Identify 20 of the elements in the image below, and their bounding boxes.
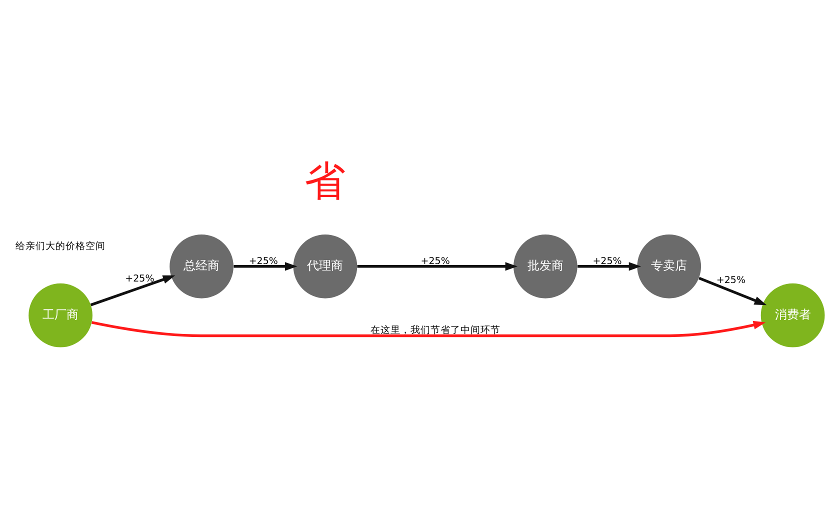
edge-label: +25% (716, 274, 746, 286)
arrow (90, 274, 176, 306)
edge-label: +25% (125, 273, 154, 284)
node-circle: 批发商 (513, 234, 578, 298)
edge-label: +25% (592, 255, 622, 266)
node-circle: 消费者 (760, 282, 825, 347)
arrow (698, 276, 767, 305)
arrow (92, 320, 766, 337)
node-circle: 代理商 (293, 234, 358, 298)
arrow (578, 262, 642, 270)
label: 给亲们大的价格空间 (16, 240, 106, 252)
edge-label: 在这里，我们节省了中间环节 (370, 324, 500, 336)
node-circle: 工厂商 (28, 282, 92, 347)
arrow (357, 262, 518, 270)
label: 省 (304, 156, 346, 205)
arrow (234, 262, 298, 270)
node-circle: 总经商 (170, 234, 234, 298)
edge-label: +25% (420, 255, 450, 266)
node-circle: 专卖店 (637, 234, 702, 298)
edge-label: +25% (248, 255, 278, 266)
